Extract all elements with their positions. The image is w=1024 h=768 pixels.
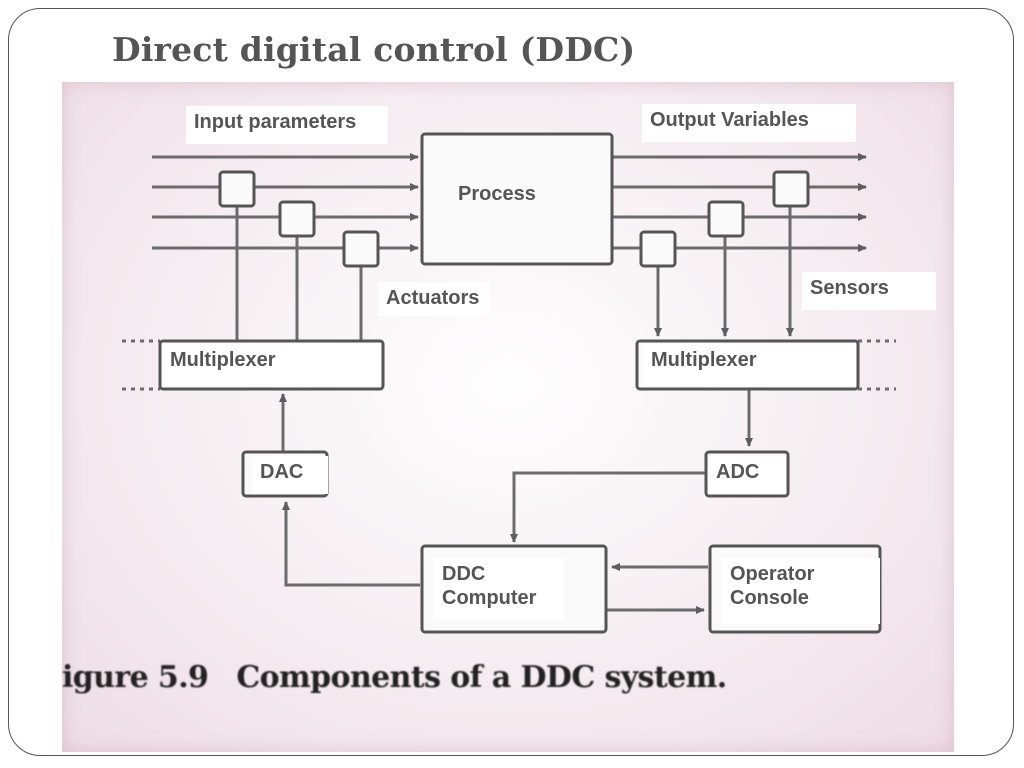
multiplexer-left-label: Multiplexer bbox=[162, 344, 380, 386]
sensors-label: Sensors bbox=[802, 272, 936, 310]
figure-caption: igure 5.9 Components of a DDC system. bbox=[62, 660, 727, 695]
input-parameters-label: Input parameters bbox=[186, 106, 388, 144]
ddc-computer-label: DDC Computer bbox=[434, 558, 564, 620]
operator-console-line2: Console bbox=[730, 587, 809, 609]
slide-title: Direct digital control (DDC) bbox=[112, 30, 636, 69]
operator-console-line1: Operator bbox=[730, 563, 815, 585]
actuators-label: Actuators bbox=[378, 282, 490, 316]
ddc-computer-line2: Computer bbox=[442, 587, 537, 609]
operator-console-label: Operator Console bbox=[722, 558, 880, 624]
actuator-box-3 bbox=[342, 230, 380, 268]
actuator-box-1 bbox=[218, 170, 256, 208]
multiplexer-right-label: Multiplexer bbox=[643, 344, 856, 386]
sensor-box-2 bbox=[707, 200, 745, 238]
actuator-box-2 bbox=[278, 200, 316, 238]
ddc-computer-line1: DDC bbox=[442, 563, 486, 585]
sensor-box-1 bbox=[639, 230, 677, 268]
process-block bbox=[420, 132, 614, 266]
process-label: Process bbox=[458, 183, 536, 205]
figure-number: igure 5.9 bbox=[62, 660, 209, 695]
dac-label: DAC bbox=[252, 456, 328, 494]
adc-label: ADC bbox=[708, 456, 786, 494]
output-variables-label: Output Variables bbox=[642, 104, 856, 142]
sensor-box-3 bbox=[772, 170, 810, 208]
figure-caption-text: Components of a DDC system. bbox=[236, 660, 727, 695]
